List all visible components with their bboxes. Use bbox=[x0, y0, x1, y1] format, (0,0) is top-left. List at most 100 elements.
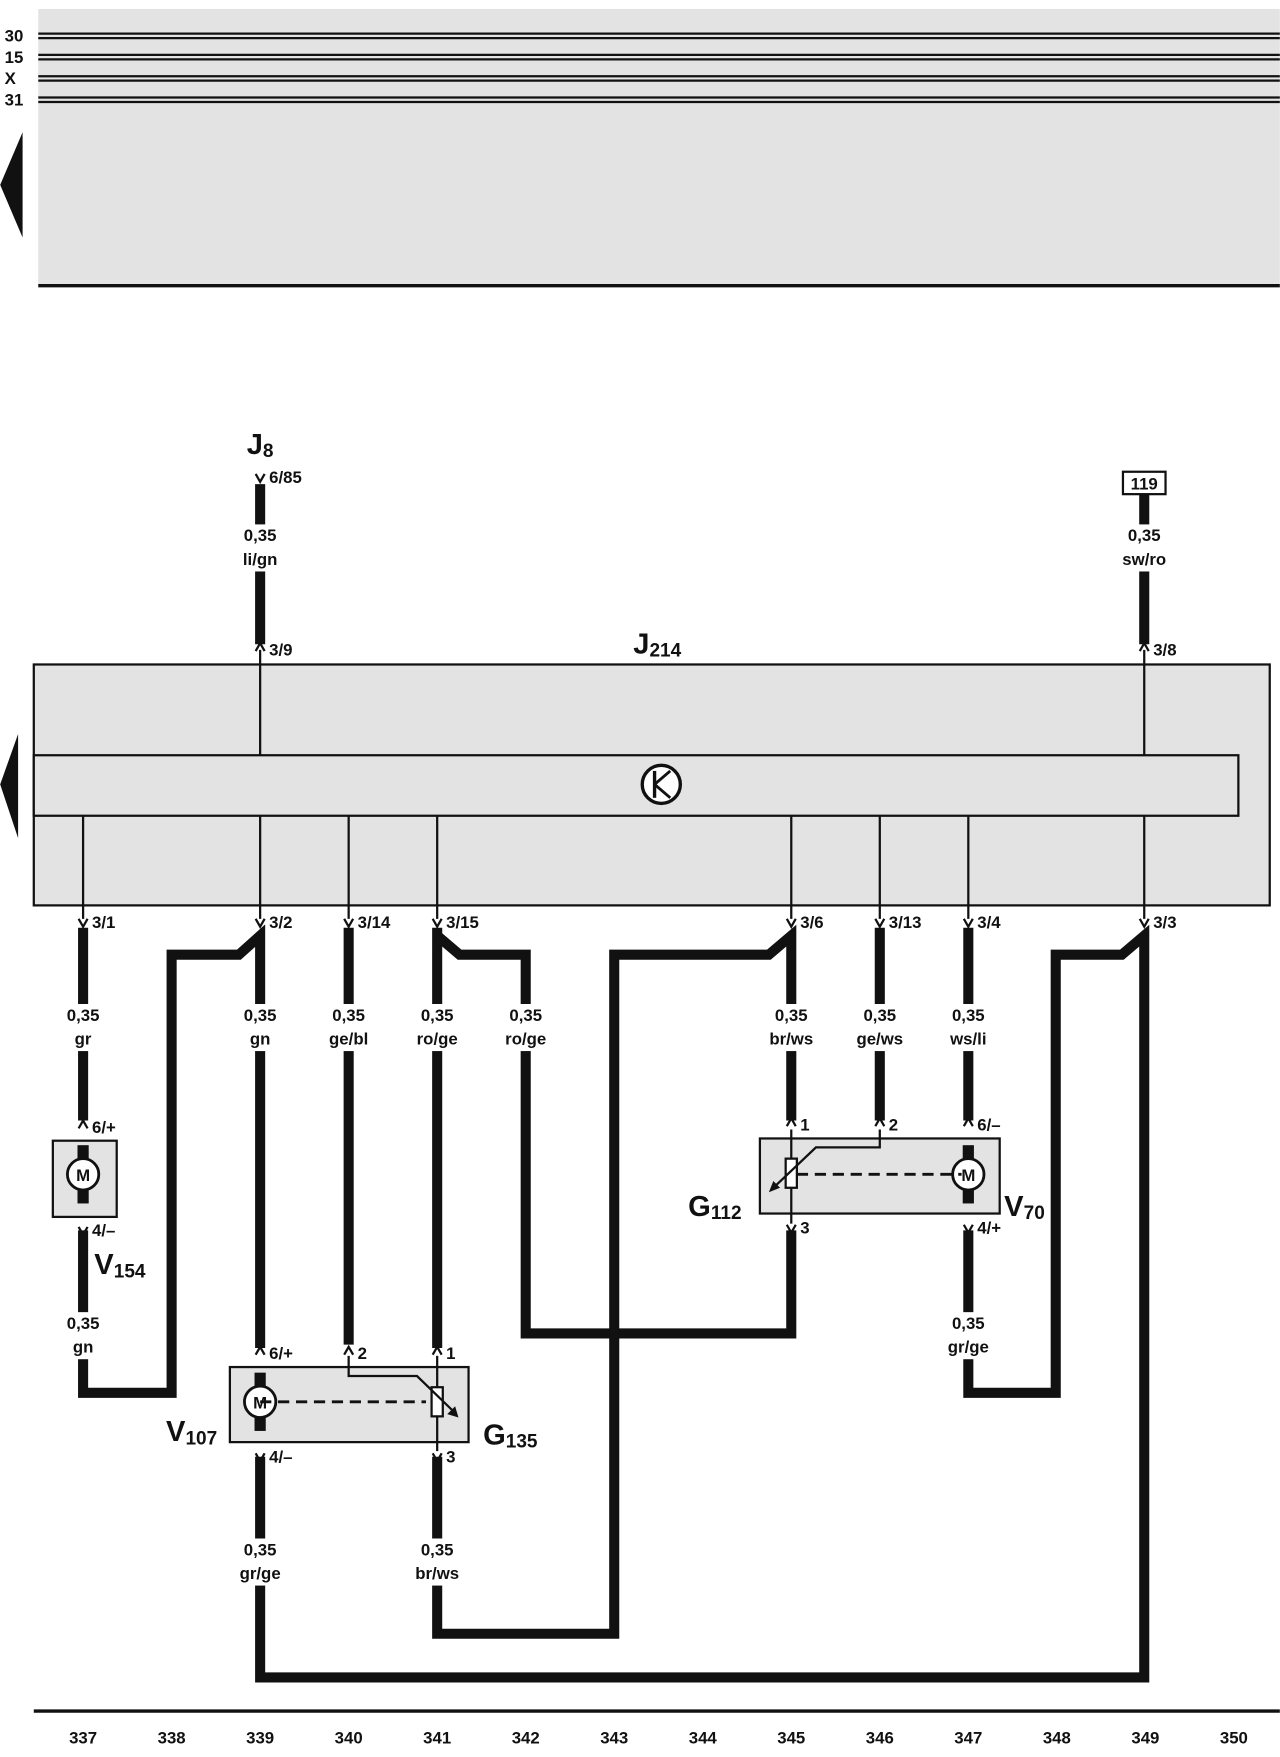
wire-color-label: ge/bl bbox=[329, 1029, 368, 1048]
component-number: 112 bbox=[711, 1203, 742, 1224]
pin-arrow-icon bbox=[254, 1344, 266, 1356]
component-number: 70 bbox=[1024, 1203, 1045, 1224]
column-number: 342 bbox=[512, 1729, 540, 1748]
wire-color-label: gr bbox=[75, 1029, 92, 1048]
pin-arrow-icon bbox=[785, 918, 797, 929]
wire-gauge-label: 0,35 bbox=[244, 1540, 277, 1559]
pin-arrow-icon bbox=[343, 918, 355, 929]
component-letter: V bbox=[94, 1249, 114, 1281]
wire-color-label: ws/li bbox=[949, 1029, 986, 1048]
pin-label: 3/13 bbox=[889, 913, 922, 932]
component-label-j214: J214 bbox=[633, 628, 681, 661]
pin-label: 6/– bbox=[977, 1116, 1000, 1135]
wire-color-label: gn bbox=[250, 1029, 271, 1048]
wire-gauge-label: 0,35 bbox=[1128, 526, 1161, 545]
continuation-arrow-icon[interactable] bbox=[0, 733, 19, 839]
pin-arrow-icon bbox=[962, 1116, 974, 1127]
wire-color-label: gn bbox=[73, 1337, 94, 1356]
component-letter: J bbox=[247, 429, 263, 461]
column-number: 349 bbox=[1131, 1729, 1159, 1748]
pin-label: 3/14 bbox=[358, 913, 391, 932]
pin-label: 3/9 bbox=[269, 641, 292, 660]
wire-color-label: li/gn bbox=[243, 550, 278, 569]
pin-arrow-icon bbox=[254, 1452, 266, 1464]
wire-color-label: ge/ws bbox=[856, 1029, 903, 1048]
wire-gauge-label: 0,35 bbox=[952, 1314, 985, 1333]
component-label-v154: V154 bbox=[94, 1249, 146, 1282]
pin-label: 3/4 bbox=[977, 913, 1001, 932]
bus-label-31: 31 bbox=[5, 90, 24, 109]
wire-gauge-label: 0,35 bbox=[67, 1314, 100, 1333]
component-label-g112: G112 bbox=[688, 1191, 741, 1224]
reference-box-label: 119 bbox=[1131, 475, 1158, 494]
pin-arrow-icon bbox=[431, 1452, 443, 1464]
motor-icon: M bbox=[951, 1145, 986, 1204]
pin-label: 3/15 bbox=[446, 913, 479, 932]
pin-arrow-icon bbox=[874, 918, 886, 929]
wire-gauge-label: 0,35 bbox=[863, 1006, 896, 1025]
pin-label: 1 bbox=[800, 1116, 809, 1135]
component-letter: J bbox=[633, 628, 649, 660]
component-letter: V bbox=[166, 1416, 186, 1448]
pin-label: 3/6 bbox=[800, 913, 823, 932]
component-number: 135 bbox=[506, 1432, 538, 1453]
pin-arrow-icon bbox=[254, 640, 266, 652]
component-number: 154 bbox=[114, 1261, 146, 1282]
pin-arrow-icon bbox=[77, 1226, 89, 1238]
pin-arrow-icon bbox=[962, 1224, 974, 1235]
pin-label: 3/8 bbox=[1153, 641, 1176, 660]
wire-gauge-label: 0,35 bbox=[244, 526, 277, 545]
pin-arrow-icon bbox=[431, 1344, 443, 1356]
component-label-v107: V107 bbox=[166, 1416, 217, 1449]
motor-v107-sensor-g135 bbox=[228, 1365, 470, 1444]
pin-label: 2 bbox=[358, 1344, 367, 1363]
pin-label: 4/+ bbox=[977, 1219, 1001, 1238]
pin-arrow-icon bbox=[785, 1116, 797, 1127]
wire-color-label: ro/ge bbox=[505, 1029, 546, 1048]
wire-gauge-label: 0,35 bbox=[421, 1006, 454, 1025]
pin-arrow-icon bbox=[77, 918, 89, 929]
wire-color-label: sw/ro bbox=[1122, 550, 1166, 569]
wires bbox=[78, 484, 1150, 1683]
wire-color-label: ro/ge bbox=[417, 1029, 458, 1048]
pin-label: 6/+ bbox=[269, 1344, 293, 1363]
bus-label-x: X bbox=[5, 69, 17, 88]
wire-gauge-label: 0,35 bbox=[509, 1006, 542, 1025]
potentiometers bbox=[260, 1129, 962, 1452]
component-letter: G bbox=[688, 1191, 711, 1223]
pin-arrow-icon bbox=[785, 1224, 797, 1235]
pin-label: 4/– bbox=[92, 1221, 115, 1240]
control-unit-inner-bar bbox=[32, 754, 1240, 817]
pin-label: 3/1 bbox=[92, 913, 115, 932]
wire-gauge-label: 0,35 bbox=[421, 1540, 454, 1559]
column-number: 344 bbox=[689, 1729, 718, 1748]
wire-gauge-label: 0,35 bbox=[332, 1006, 365, 1025]
pin-arrow-icon bbox=[874, 1116, 886, 1127]
column-number: 350 bbox=[1220, 1729, 1248, 1748]
motor-symbol-label: M bbox=[961, 1166, 975, 1185]
wire-color-label: gr/ge bbox=[948, 1337, 989, 1356]
column-number: 337 bbox=[69, 1729, 97, 1748]
wire-color-label: br/ws bbox=[769, 1029, 813, 1048]
wire-gauge-label: 0,35 bbox=[244, 1006, 277, 1025]
column-number: 339 bbox=[246, 1729, 274, 1748]
component-label-j8: J8 bbox=[247, 429, 274, 462]
bus-lines bbox=[38, 32, 1280, 288]
pin-label: 3 bbox=[446, 1447, 455, 1466]
component-number: 107 bbox=[185, 1428, 217, 1449]
column-number: 347 bbox=[954, 1729, 982, 1748]
column-number: 338 bbox=[158, 1729, 186, 1748]
wire-gauge-label: 0,35 bbox=[775, 1006, 808, 1025]
pin-arrow-icon bbox=[1138, 640, 1150, 652]
pin-arrow-icon bbox=[77, 1118, 89, 1129]
column-number: 348 bbox=[1043, 1729, 1071, 1748]
component-label-g135: G135 bbox=[483, 1419, 538, 1452]
transistor-icon bbox=[640, 763, 683, 806]
wire-color-label: br/ws bbox=[415, 1564, 459, 1583]
continuation-arrow-icon[interactable] bbox=[0, 132, 23, 238]
reference-box[interactable] bbox=[1121, 470, 1167, 496]
pin-label: 3/3 bbox=[1153, 913, 1176, 932]
pin-label: 4/– bbox=[269, 1447, 292, 1466]
pin-label: 3 bbox=[800, 1219, 809, 1238]
